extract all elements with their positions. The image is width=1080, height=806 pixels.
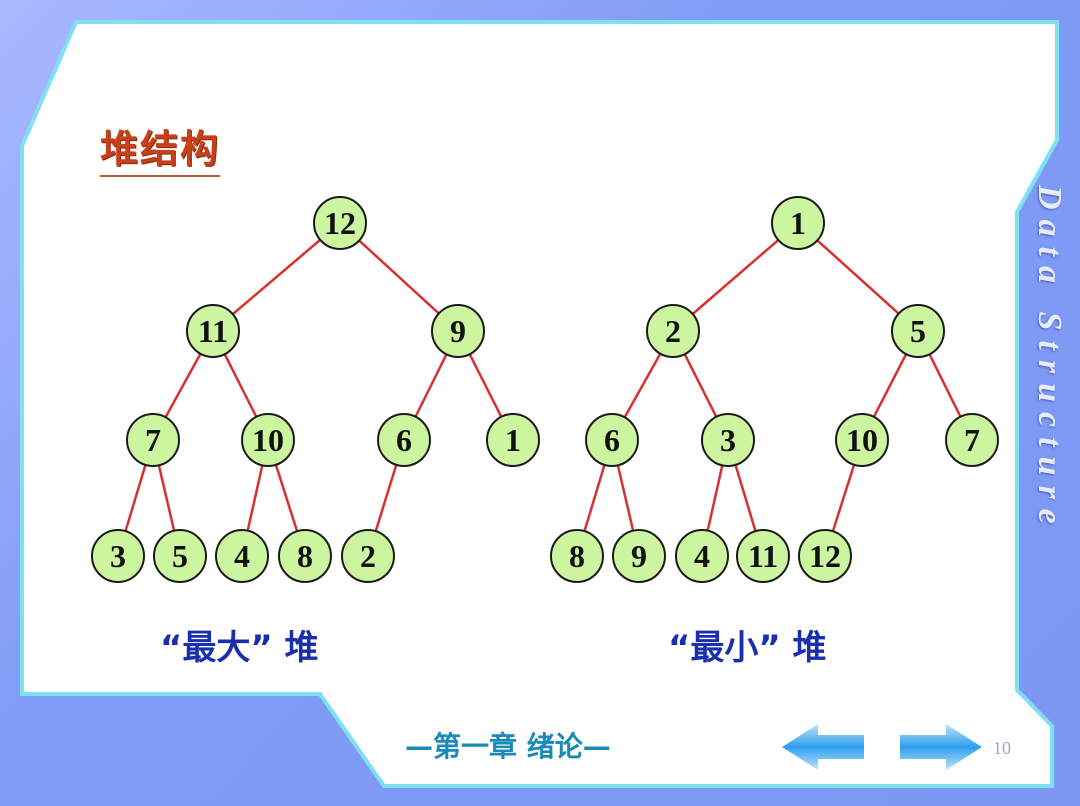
- node-circle: [313, 196, 367, 250]
- min-heap-node: 10: [835, 413, 889, 467]
- node-circle: [701, 413, 755, 467]
- max-heap-node: 11: [186, 304, 240, 358]
- min-heap-node: 8: [550, 529, 604, 583]
- node-value: 6: [396, 422, 412, 458]
- chapter-footer: —第一章 绪论—: [405, 730, 611, 763]
- node-circle: [945, 413, 999, 467]
- node-value: 2: [360, 538, 376, 574]
- node-value: 7: [145, 422, 161, 458]
- node-circle: [675, 529, 729, 583]
- node-value: 4: [234, 538, 250, 574]
- node-value: 9: [450, 313, 466, 349]
- node-value: 12: [809, 538, 841, 574]
- max-heap-node: 2: [341, 529, 395, 583]
- node-value: 4: [694, 538, 710, 574]
- min-heap-edge: [672, 222, 799, 332]
- max-heap-edge: [212, 222, 341, 332]
- node-circle: [126, 413, 180, 467]
- node-circle: [550, 529, 604, 583]
- max-heap-caption: “最大” 堆: [160, 628, 319, 668]
- min-heap-node: 1: [771, 196, 825, 250]
- node-value: 5: [910, 313, 926, 349]
- node-circle: [835, 413, 889, 467]
- node-circle: [431, 304, 485, 358]
- page-number: 10: [993, 738, 1011, 758]
- node-value: 8: [297, 538, 313, 574]
- node-value: 8: [569, 538, 585, 574]
- node-value: 10: [846, 422, 878, 458]
- node-circle: [377, 413, 431, 467]
- node-value: 7: [964, 422, 980, 458]
- min-heap-node: 9: [612, 529, 666, 583]
- node-value: 9: [631, 538, 647, 574]
- max-heap-node: 4: [215, 529, 269, 583]
- min-heap-node: 4: [675, 529, 729, 583]
- node-circle: [585, 413, 639, 467]
- min-heap-node: 5: [891, 304, 945, 358]
- node-circle: [153, 529, 207, 583]
- node-value: 1: [790, 205, 806, 241]
- node-value: 6: [604, 422, 620, 458]
- node-circle: [241, 413, 295, 467]
- max-heap-node: 7: [126, 413, 180, 467]
- node-circle: [341, 529, 395, 583]
- node-circle: [278, 529, 332, 583]
- max-heap-node: 10: [241, 413, 295, 467]
- max-heap-node: 3: [91, 529, 145, 583]
- node-circle: [891, 304, 945, 358]
- min-heap-node: 6: [585, 413, 639, 467]
- max-heap-node: 5: [153, 529, 207, 583]
- min-heap-node: 11: [736, 529, 790, 583]
- left-arrow-icon: [782, 724, 864, 770]
- max-heap-node: 12: [313, 196, 367, 250]
- node-value: 12: [324, 205, 356, 241]
- node-circle: [736, 529, 790, 583]
- max-heap-node: 8: [278, 529, 332, 583]
- right-arrow-icon: [900, 724, 982, 770]
- node-circle: [612, 529, 666, 583]
- node-value: 11: [748, 538, 778, 574]
- max-heap-node: 9: [431, 304, 485, 358]
- max-heap-node: 6: [377, 413, 431, 467]
- node-circle: [186, 304, 240, 358]
- node-value: 2: [665, 313, 681, 349]
- node-value: 3: [720, 422, 736, 458]
- min-heap-node: 12: [798, 529, 852, 583]
- node-circle: [215, 529, 269, 583]
- node-circle: [771, 196, 825, 250]
- prev-button[interactable]: [782, 722, 866, 772]
- node-circle: [798, 529, 852, 583]
- node-circle: [91, 529, 145, 583]
- node-value: 10: [252, 422, 284, 458]
- min-heap-node: 7: [945, 413, 999, 467]
- min-heap-node: 2: [646, 304, 700, 358]
- max-heap-node: 1: [486, 413, 540, 467]
- next-button[interactable]: [900, 722, 984, 772]
- node-value: 1: [505, 422, 521, 458]
- side-label: Data Structure: [1031, 185, 1068, 534]
- slide-title: 堆结构: [100, 118, 221, 177]
- node-value: 3: [110, 538, 126, 574]
- node-circle: [486, 413, 540, 467]
- node-circle: [646, 304, 700, 358]
- min-heap-caption: “最小” 堆: [668, 628, 827, 668]
- min-heap-node: 3: [701, 413, 755, 467]
- node-value: 5: [172, 538, 188, 574]
- node-value: 11: [198, 313, 228, 349]
